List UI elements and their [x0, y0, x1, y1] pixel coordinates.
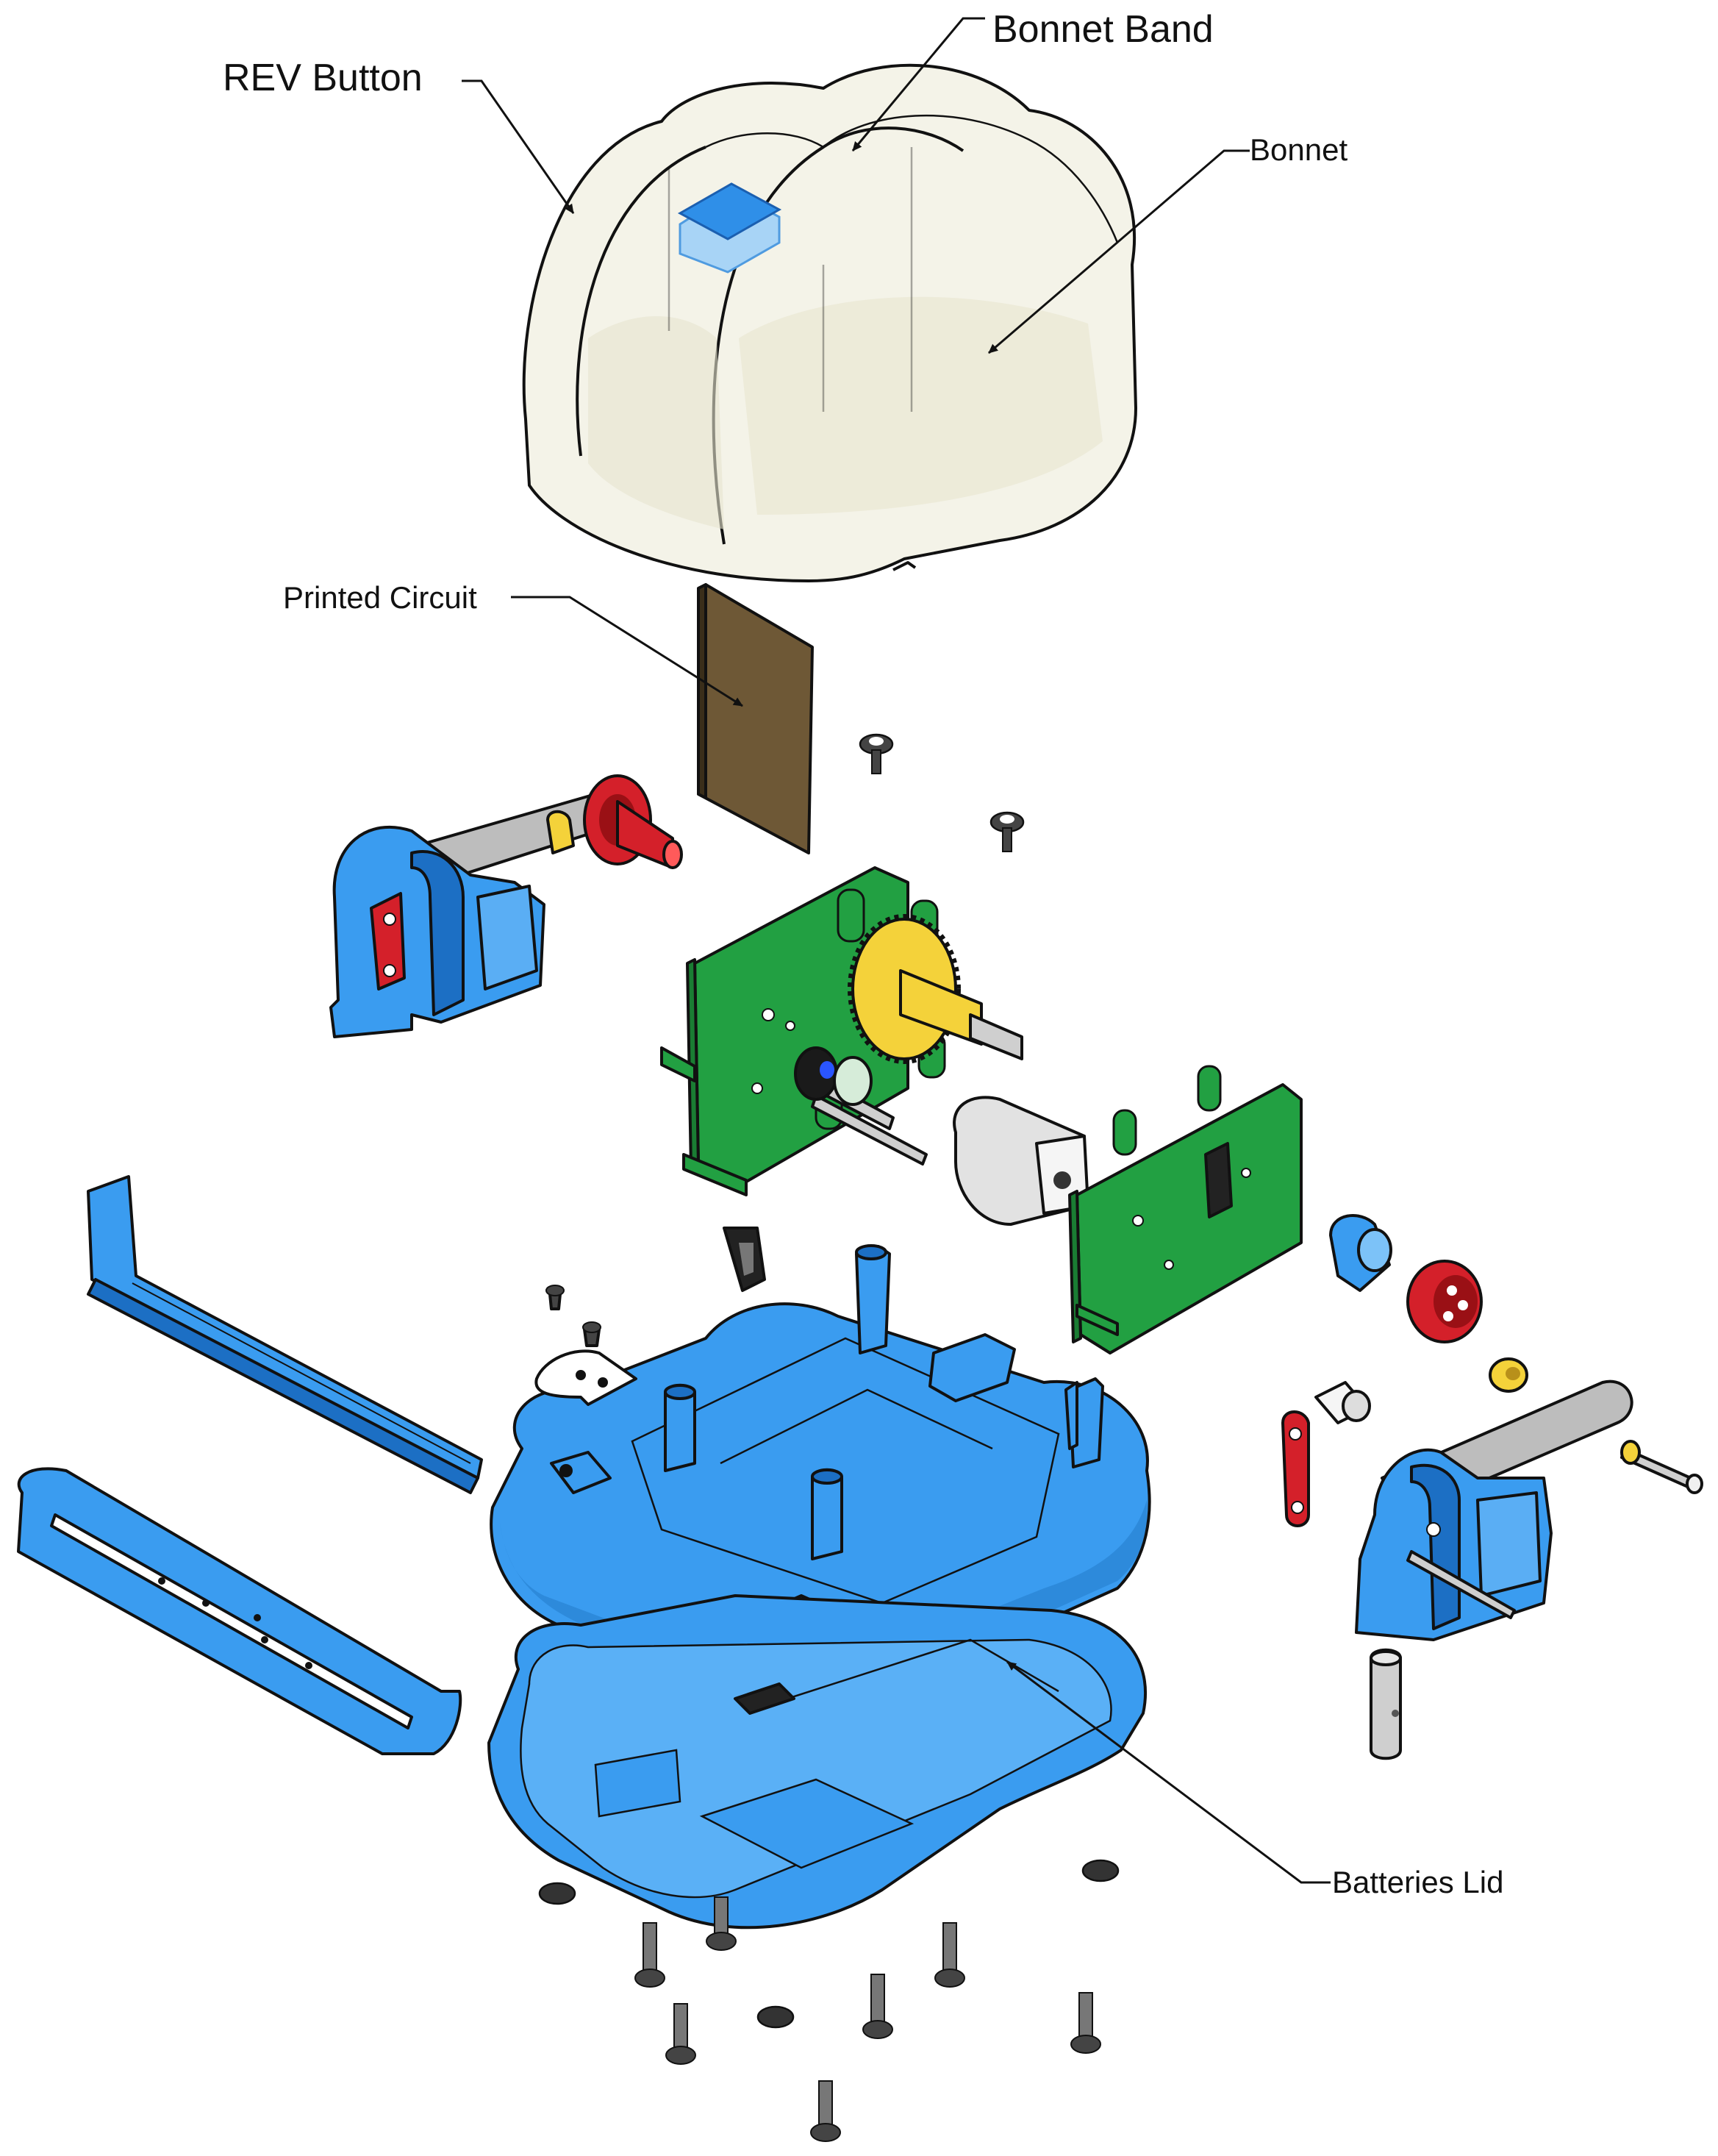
red-wheel-hub: [1406, 1260, 1483, 1343]
blue-bushing: [1329, 1214, 1392, 1292]
printed-circuit: [697, 583, 814, 854]
batteries-lid-leader: [1006, 1660, 1331, 1884]
rev-button-leader: [462, 79, 575, 214]
screw: [989, 811, 1025, 852]
screw: [665, 2003, 696, 2065]
red-link: [1281, 1410, 1310, 1527]
right-gearbox-frame: [1068, 1065, 1303, 1354]
top-rail: [87, 1175, 483, 1494]
rubber-foot: [538, 1882, 576, 1905]
cam-plate: [534, 1285, 637, 1406]
yellow-spacer: [1489, 1357, 1528, 1393]
yellow-gear: [848, 914, 1023, 1064]
bottom-rail: [17, 1467, 462, 1755]
right-arm-assembly: [1355, 1379, 1703, 1641]
tilt-sensor: [723, 1227, 766, 1292]
printed-circuit-leader: [511, 596, 743, 707]
screw: [862, 1974, 893, 2039]
bonnet-band-label: Bonnet Band: [992, 8, 1214, 51]
rev-button-label: REV Button: [223, 57, 423, 99]
axle-pin: [1370, 1648, 1402, 1760]
left-arm-assembly: [329, 774, 683, 1038]
gearbox-shafts: [794, 1046, 928, 1166]
bonnet: [522, 63, 1137, 582]
batteries-lid: [487, 1594, 1148, 1930]
screw: [1070, 1992, 1101, 2054]
bonnet-leader: [988, 149, 1250, 354]
rubber-foot: [756, 2005, 795, 2029]
bonnet-label: Bonnet: [1250, 132, 1347, 167]
bonnet-band-leader: [851, 17, 985, 151]
screw: [634, 1922, 665, 1988]
motor: [953, 1096, 1089, 1226]
printed-circuit-label: Printed Circuit: [283, 580, 477, 615]
screw: [859, 733, 894, 774]
screw: [810, 2080, 841, 2142]
screw: [706, 1896, 737, 1951]
rev-button: [677, 182, 782, 274]
batteries-lid-label: Batteries Lid: [1332, 1865, 1503, 1899]
rubber-foot: [1081, 1859, 1120, 1882]
screw: [934, 1922, 965, 1988]
white-cylinder: [1314, 1381, 1371, 1424]
